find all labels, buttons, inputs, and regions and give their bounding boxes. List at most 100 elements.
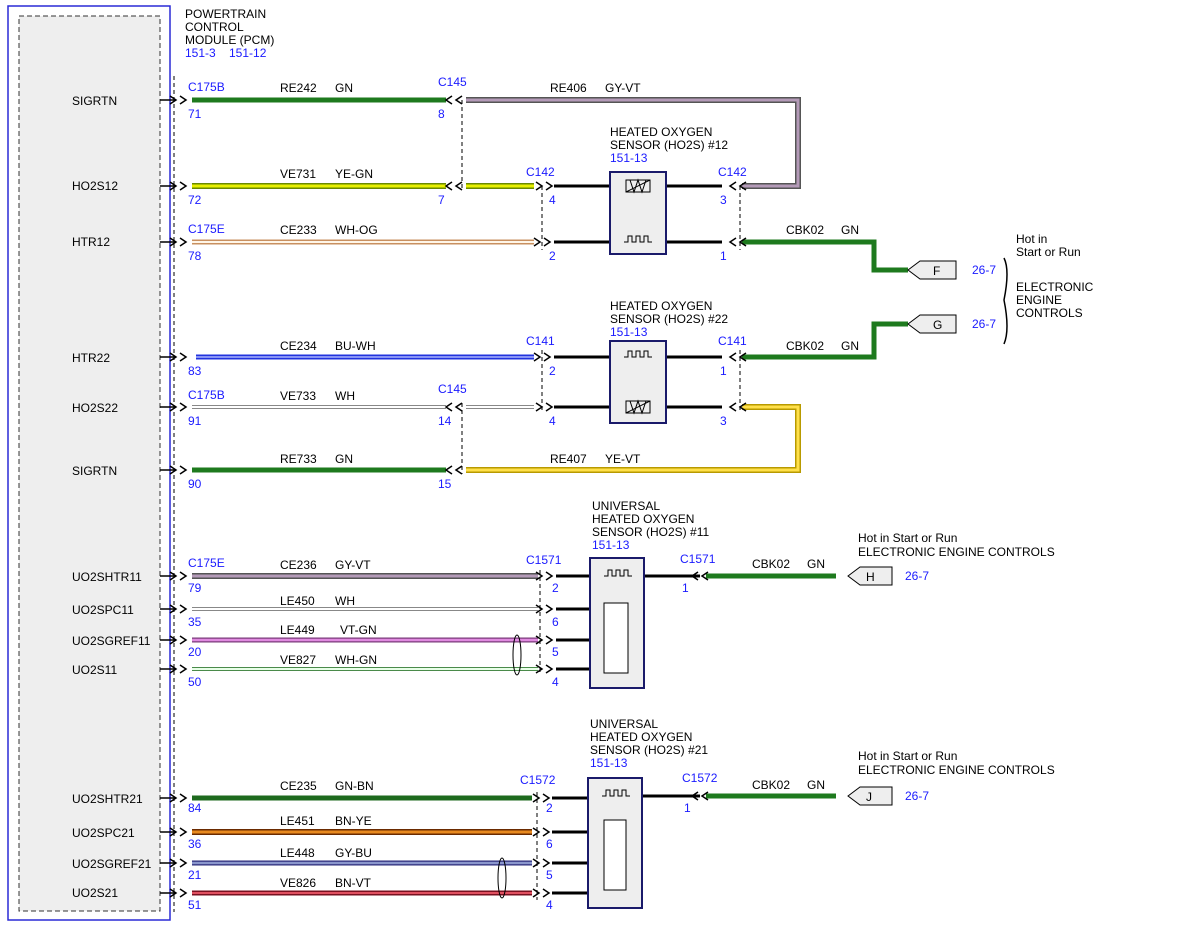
flag-h-ref: 26-7 [905, 569, 929, 583]
group3-arrows [535, 571, 709, 674]
connector-label: C1572 [520, 773, 556, 787]
pin-number: 79 [188, 581, 202, 595]
power-brace [1003, 257, 1008, 345]
pcm-pin-label: HTR12 [72, 235, 110, 249]
sensor-ho2s22-element-icon [625, 399, 651, 415]
flag-h: H [866, 570, 875, 584]
pcm-pin-label: UO2S21 [72, 886, 118, 900]
power-h-hot: Hot in Start or Run [858, 531, 957, 545]
circuit-color: GN [841, 223, 859, 237]
circuit-id: CE236 [280, 558, 317, 572]
twisted-pair-icon [497, 857, 507, 899]
pin-number: 51 [188, 898, 202, 912]
power-name-1: ELECTRONIC [1016, 280, 1094, 294]
circuit-id: CBK02 [786, 339, 824, 353]
connector-label: C145 [438, 382, 467, 396]
sensor-uho2s21-element [603, 819, 627, 891]
power-name-2: ENGINE [1016, 293, 1062, 307]
sensor-ho2s22-line-1: HEATED OXYGEN [610, 299, 712, 313]
sensor-uho2s11-line-2: HEATED OXYGEN [592, 512, 694, 526]
pin-number: 4 [549, 414, 556, 428]
pin-number: 3 [720, 193, 727, 207]
connector-label: C175B [188, 80, 225, 94]
connector-label: C1571 [526, 553, 562, 567]
sensor-ho2s12-line-2: SENSOR (HO2S) #12 [610, 138, 728, 152]
sensor-ho2s12-ref: 151-13 [610, 151, 648, 165]
pin-number: 36 [188, 837, 202, 851]
power-j-hot: Hot in Start or Run [858, 749, 957, 763]
pin-number: 20 [188, 645, 202, 659]
sensor22-leads [554, 355, 722, 409]
pin-number: 50 [188, 675, 202, 689]
pcm-pin-stubs [160, 95, 178, 898]
circuit-color: YE-VT [605, 452, 641, 466]
circuit-id: RE406 [550, 81, 587, 95]
circuit-id: CE235 [280, 779, 317, 793]
circuit-color: GN-BN [335, 779, 374, 793]
sensor-ho2s12-line-1: HEATED OXYGEN [610, 125, 712, 139]
circuit-color: WH [335, 594, 355, 608]
pcm-pin-label: UO2SHTR11 [72, 570, 142, 584]
group1-arrows [444, 95, 747, 247]
circuit-color: WH-OG [335, 223, 378, 237]
sensor-ho2s22-box [609, 340, 667, 424]
pcm-pin-label: HO2S12 [72, 179, 118, 193]
pin-number: 14 [438, 414, 452, 428]
flag-j-shape [847, 786, 893, 806]
pcm-pin-label: UO2SPC11 [72, 603, 134, 617]
power-hot-2: Start or Run [1016, 245, 1081, 259]
pin-number: 2 [549, 364, 556, 378]
pcm-pin-label: SIGRTN [72, 464, 117, 478]
circuit-id: RE733 [280, 452, 317, 466]
circuit-id: CE234 [280, 339, 317, 353]
circuit-color: VT-GN [340, 623, 377, 637]
circuit-color: WH-GN [335, 653, 377, 667]
pin-number: 6 [546, 837, 553, 851]
power-j-name: ELECTRONIC ENGINE CONTROLS [858, 763, 1055, 777]
circuit-color: YE-GN [335, 167, 373, 181]
wire-cbk02-g [742, 321, 908, 360]
pin-number: 15 [438, 477, 452, 491]
pin-number: 4 [546, 898, 553, 912]
sensor-uho2s11-element [603, 602, 629, 674]
pin-number: 91 [188, 414, 202, 428]
pcm-side-arrows [179, 95, 188, 898]
sensor-ho2s12-box [609, 171, 667, 255]
circuit-color: GY-VT [605, 81, 641, 95]
circuit-id: CBK02 [786, 223, 824, 237]
pin-number: 4 [552, 675, 559, 689]
pin-number: 2 [552, 581, 559, 595]
pin-number: 5 [552, 645, 559, 659]
pcm-module-body [18, 15, 161, 912]
flag-j-ref: 26-7 [905, 789, 929, 803]
circuit-id: CBK02 [752, 557, 790, 571]
pcm-ref-2: 151-12 [229, 46, 267, 60]
circuit-color: GN [841, 339, 859, 353]
sensor-uho2s21-line-1: UNIVERSAL [590, 717, 658, 731]
wire-cbk02-f [742, 239, 908, 273]
twisted-pair-icon [512, 634, 522, 676]
pcm-pin-label: SIGRTN [72, 94, 117, 108]
circuit-color: BN-YE [335, 814, 372, 828]
circuit-color: GY-BU [335, 846, 372, 860]
pcm-pin-label: UO2S11 [72, 663, 117, 677]
connector-label: C175E [188, 222, 225, 236]
sensor-uho2s21-line-3: SENSOR (HO2S) #21 [590, 743, 708, 757]
connector-label: C175B [188, 388, 225, 402]
circuit-id: LE451 [280, 814, 315, 828]
sensor-uho2s21-ref: 151-13 [590, 756, 628, 770]
circuit-color: GN [807, 778, 825, 792]
sensor-ho2s22-line-2: SENSOR (HO2S) #22 [610, 312, 728, 326]
flag-j: J [866, 790, 872, 804]
flag-f-ref: 26-7 [972, 263, 996, 277]
pcm-pin-label: UO2SHTR21 [72, 792, 143, 806]
pin-number: 7 [438, 193, 445, 207]
pcm-pin-label: HTR22 [72, 351, 110, 365]
pcm-title-line-1: POWERTRAIN [185, 7, 266, 21]
connector-label: C175E [188, 556, 225, 570]
circuit-id: LE450 [280, 594, 315, 608]
pcm-title-line-2: CONTROL [185, 20, 244, 34]
pin-number: 84 [188, 801, 202, 815]
circuit-color: GN [335, 452, 353, 466]
